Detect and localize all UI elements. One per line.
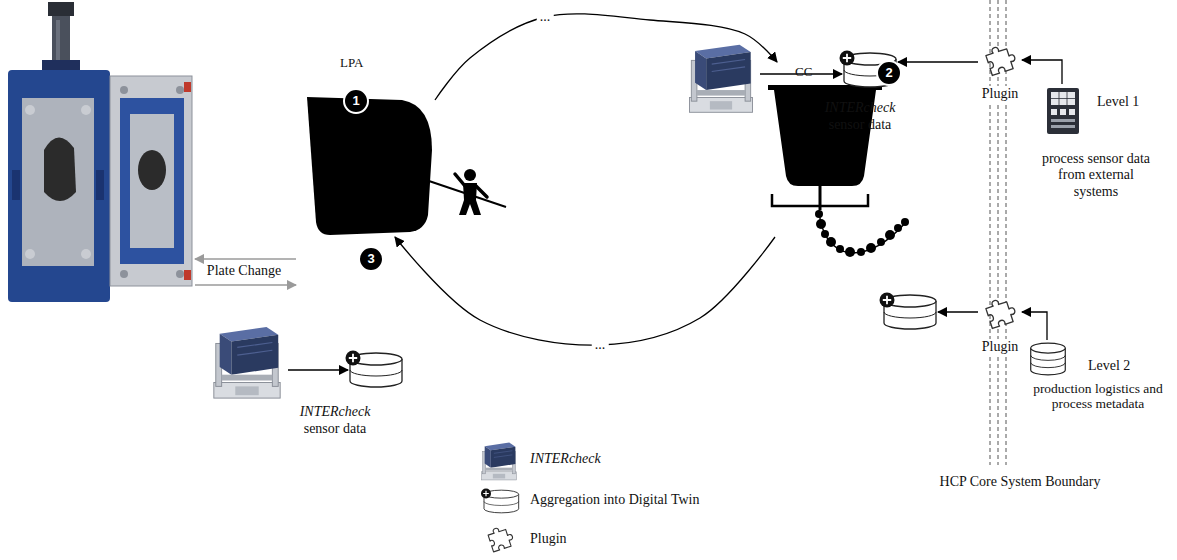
plate-change-arrows — [195, 259, 296, 285]
source-label: INTERcheck — [290, 404, 380, 421]
node-heading: LPA — [340, 55, 380, 70]
node-heading: CC — [795, 64, 835, 79]
plate-change-machine — [8, 2, 192, 302]
data-arrow — [288, 369, 348, 370]
data-arrow — [898, 61, 978, 62]
legend-text: Aggregation into Digital Twin — [530, 492, 699, 509]
tundish-node: CC — [765, 62, 885, 237]
tundish-cc — [768, 85, 909, 257]
external-system-node: Level 1 process sensor data from external… — [1035, 84, 1157, 204]
edge-label: ... — [592, 337, 609, 352]
legend-text: INTERcheck — [530, 451, 601, 468]
callout-number: 1 — [343, 88, 369, 114]
source-label: sensor data — [290, 421, 380, 438]
external-system-icon — [1047, 88, 1079, 134]
intercheck-device — [689, 45, 752, 113]
node-heading: Plugin — [980, 86, 1021, 103]
edge-label: ... — [537, 9, 554, 24]
ladle-lpa — [307, 97, 432, 235]
data-arrow — [938, 311, 978, 312]
plugin-icon — [984, 43, 1018, 76]
digital-twin-db — [880, 293, 937, 330]
node-heading: Plugin — [980, 339, 1021, 356]
node-heading: Level 1 — [1097, 94, 1155, 111]
callout-number: 2 — [876, 60, 902, 86]
ladle-node: LPA — [300, 55, 435, 237]
flow-arrow — [395, 237, 775, 345]
source-label: INTERcheck — [810, 100, 910, 117]
plugin-node: Plugin — [978, 40, 1022, 105]
flow-arrow — [1022, 60, 1062, 84]
plugin-node: Plugin — [978, 293, 1022, 358]
digital-twin-db — [346, 351, 403, 388]
boundary-label: HCP Core System Boundary — [925, 474, 1115, 491]
flow-arrow — [1022, 312, 1047, 340]
worker-figure — [426, 169, 506, 215]
callout-number: 3 — [358, 246, 384, 272]
logistics-node: Level 2 production logistics and process … — [1024, 340, 1172, 422]
node-description: production logistics and process metadat… — [1024, 381, 1172, 413]
logistics-db-icon — [1031, 343, 1066, 375]
action-label: Plate Change — [196, 263, 292, 280]
intercheck-device — [214, 327, 280, 398]
source-label: sensor data — [810, 117, 910, 134]
plugin-icon — [984, 296, 1018, 329]
node-description: process sensor data from external system… — [1035, 151, 1157, 201]
legend-samples — [481, 443, 519, 552]
flow-arrow — [435, 14, 777, 100]
legend-text: Plugin — [530, 531, 567, 548]
node-heading: Level 2 — [1088, 358, 1148, 375]
